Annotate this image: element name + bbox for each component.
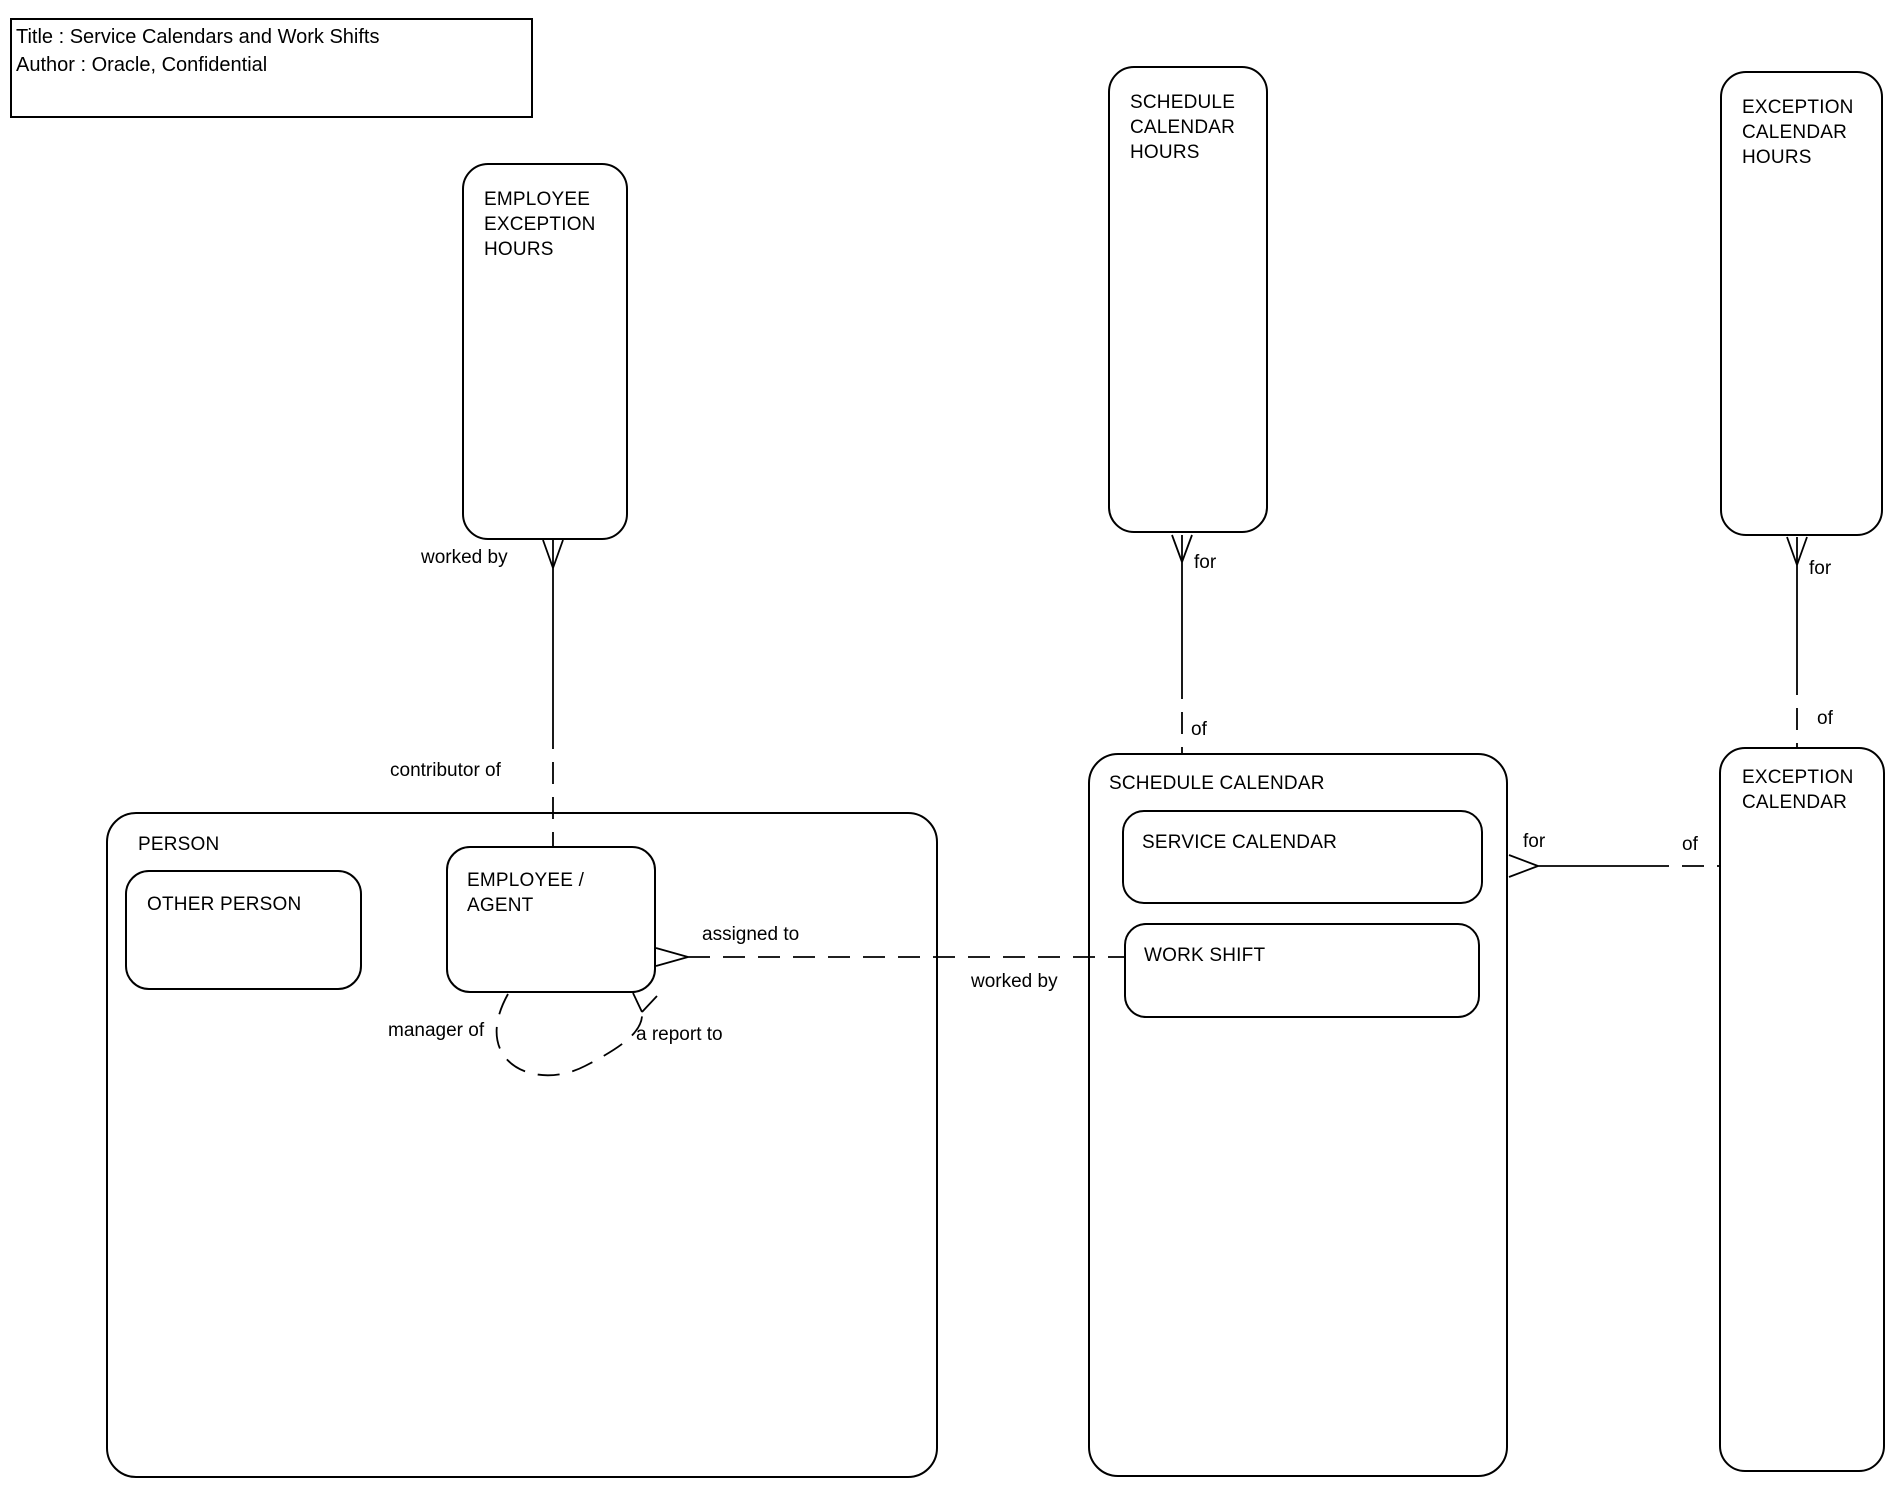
relationship-label-contributor-of: contributor of xyxy=(390,760,501,781)
diagram-title: Title : Service Calendars and Work Shift… xyxy=(16,26,380,48)
entity-label: EMPLOYEE EXCEPTION HOURS xyxy=(484,189,596,260)
entity-service-calendar: SERVICE CALENDAR xyxy=(1122,810,1483,904)
entity-exception-calendar: EXCEPTION CALENDAR xyxy=(1719,747,1885,1472)
diagram-author: Author : Oracle, Confidential xyxy=(16,54,268,76)
entity-exception-calendar-hours: EXCEPTION CALENDAR HOURS xyxy=(1720,71,1883,536)
connector-exception-calendar-hours-to-exception-calendar xyxy=(1786,536,1808,748)
entity-label: EXCEPTION CALENDAR HOURS xyxy=(1742,97,1854,168)
entity-label: OTHER PERSON xyxy=(147,894,302,915)
relationship-label-worked-by: worked by xyxy=(971,971,1058,992)
relationship-label-assigned-to: assigned to xyxy=(702,924,800,945)
relationship-label-for: for xyxy=(1194,552,1217,573)
entity-employee-agent: EMPLOYEE / AGENT xyxy=(446,846,656,993)
entity-label: SCHEDULE CALENDAR xyxy=(1109,773,1325,794)
entity-label: SCHEDULE CALENDAR HOURS xyxy=(1130,92,1236,163)
crow-foot-icon xyxy=(1508,854,1539,878)
entity-work-shift: WORK SHIFT xyxy=(1124,923,1480,1018)
relationship-label-of: of xyxy=(1191,719,1207,740)
entity-schedule-calendar-hours: SCHEDULE CALENDAR HOURS xyxy=(1108,66,1268,533)
entity-label: EMPLOYEE / AGENT xyxy=(467,870,585,916)
entity-label: SERVICE CALENDAR xyxy=(1142,832,1338,853)
relationship-label-worked-by: worked by xyxy=(421,547,508,568)
relationship-label-for: for xyxy=(1809,558,1832,579)
relationship-label-of: of xyxy=(1682,834,1698,855)
relationship-label-a-report-to: a report to xyxy=(636,1024,723,1045)
entity-employee-exception-hours: EMPLOYEE EXCEPTION HOURS xyxy=(462,163,628,540)
entity-schedule-calendar: SCHEDULE CALENDAR xyxy=(1088,753,1508,1477)
relationship-label-manager-of: manager of xyxy=(388,1020,485,1041)
connector-schedule-calendar-to-exception-calendar xyxy=(1508,854,1719,878)
crow-foot-icon xyxy=(1786,536,1808,566)
connector-schedule-calendar-hours-to-schedule-calendar xyxy=(1171,534,1193,753)
relationship-label-of: of xyxy=(1817,708,1833,729)
entity-label: PERSON xyxy=(138,834,220,855)
crow-foot-icon xyxy=(1171,534,1193,563)
entity-label: WORK SHIFT xyxy=(1144,945,1266,966)
crow-foot-icon xyxy=(542,539,564,569)
entity-person: PERSON xyxy=(106,812,938,1478)
entity-label: EXCEPTION CALENDAR xyxy=(1742,767,1854,813)
relationship-label-for: for xyxy=(1523,831,1546,852)
entity-other-person: OTHER PERSON xyxy=(125,870,362,990)
title-block: Title : Service Calendars and Work Shift… xyxy=(10,18,533,118)
connector-employee-exception-hours-to-employee-agent xyxy=(542,539,564,847)
